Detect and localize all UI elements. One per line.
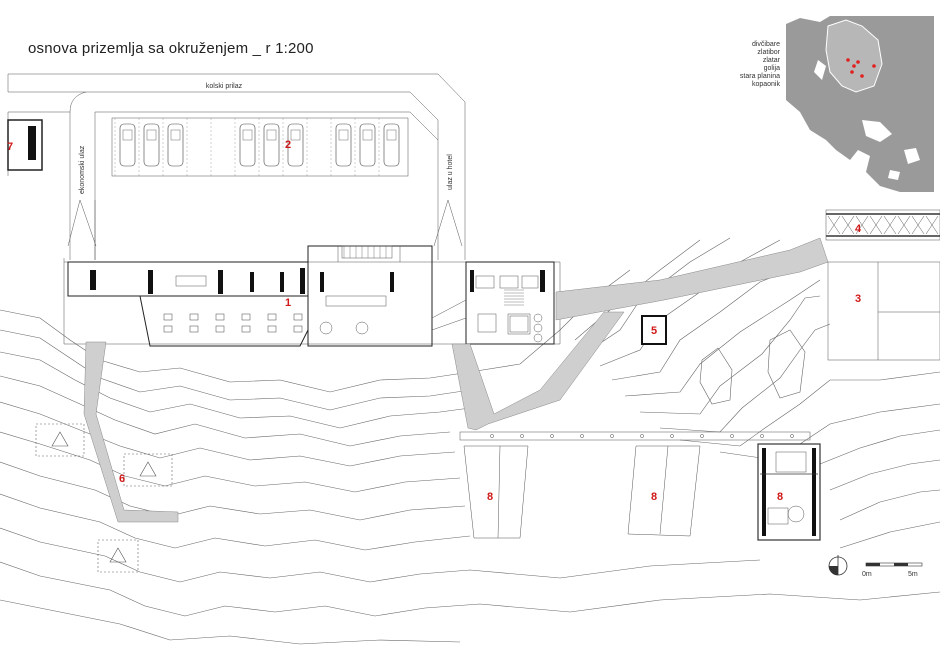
bungalow-walkway	[459, 431, 821, 541]
building-3	[827, 261, 940, 361]
parked-car	[287, 123, 304, 167]
map-legend-item: zlatibor	[757, 49, 780, 56]
zone-number: 6	[119, 473, 125, 485]
parking-cars	[114, 118, 400, 176]
dining-table	[189, 325, 199, 333]
resort-marker	[856, 60, 860, 64]
dining-table	[241, 313, 251, 321]
building-7	[7, 119, 43, 171]
map-legend-item: divčibare	[752, 41, 780, 48]
scale-bar: 0m 5m	[862, 562, 923, 578]
map-legend-item: zlatar	[763, 57, 781, 64]
zone-number: 2	[285, 139, 291, 151]
zone-number: 1	[285, 297, 291, 309]
dining-table	[163, 313, 173, 321]
resort-marker	[852, 64, 856, 68]
north-arrow	[828, 555, 848, 576]
scale-end-label: 5m	[908, 571, 918, 578]
zone-number: 8	[487, 491, 493, 503]
terrace-trusses	[827, 215, 939, 235]
zone-number: 8	[777, 491, 783, 503]
map-legend-item: golija	[764, 65, 780, 72]
parked-car	[167, 123, 184, 167]
parked-car	[239, 123, 256, 167]
scale-start-label: 0m	[862, 571, 872, 578]
dining-table	[163, 325, 173, 333]
dining-table	[267, 325, 277, 333]
resort-marker	[850, 70, 854, 74]
dining-table	[215, 325, 225, 333]
dining-table	[215, 313, 225, 321]
zone-number: 3	[855, 293, 861, 305]
terrace-4	[825, 209, 940, 241]
parked-car	[143, 123, 160, 167]
building-5	[641, 315, 667, 345]
parked-car	[335, 123, 352, 167]
walkway-posts	[490, 434, 794, 438]
resort-marker	[860, 74, 864, 78]
zone-number: 8	[651, 491, 657, 503]
map-legend-item: stara planina	[740, 73, 780, 80]
dining-table	[293, 313, 303, 321]
stair-treads	[343, 246, 524, 306]
label-ulaz-u-hotel: ulaz u hotel	[447, 154, 454, 190]
parked-car	[383, 123, 400, 167]
outdoor-pavilions	[35, 423, 173, 573]
map-legend-item: kopaonik	[752, 81, 781, 88]
label-ekonomski-ulaz: ekonomski ulaz	[79, 145, 86, 194]
dining-table	[267, 313, 277, 321]
access-road	[7, 73, 466, 260]
main-building	[63, 245, 561, 347]
restaurant-tables	[163, 313, 303, 333]
label-kolski-prilaz: kolski prilaz	[206, 83, 243, 90]
parked-car	[263, 123, 280, 167]
resort-marker	[872, 64, 876, 68]
zone-number: 4	[855, 223, 862, 235]
resort-marker	[846, 58, 850, 62]
zone-number: 7	[7, 141, 13, 153]
plan-title: osnova prizemlja sa okruženjem _ r 1:200	[28, 40, 314, 57]
resort-markers	[846, 58, 876, 78]
locator-map	[786, 16, 934, 192]
footpaths	[83, 237, 829, 523]
dining-table	[189, 313, 199, 321]
parked-car	[119, 123, 136, 167]
parking-area	[111, 117, 409, 177]
dining-table	[241, 325, 251, 333]
zone-number: 5	[651, 325, 657, 337]
dining-table	[293, 325, 303, 333]
parked-car	[359, 123, 376, 167]
